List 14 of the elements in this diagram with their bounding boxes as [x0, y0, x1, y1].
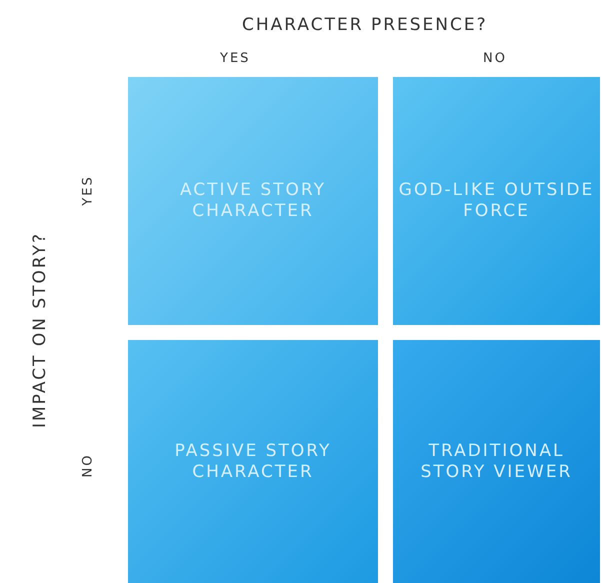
quadrant-label: PASSIVE STORY CHARACTER: [174, 440, 332, 482]
quadrant-box: [128, 340, 378, 583]
quadrant-box: [393, 340, 600, 583]
axis-title: CHARACTER PRESENCE?: [242, 15, 488, 35]
quadrant-label: ACTIVE STORY CHARACTER: [178, 180, 328, 222]
column-header: NO: [483, 50, 507, 66]
row-header: YES: [80, 174, 96, 206]
quadrant-box: [128, 77, 378, 325]
axis-title: IMPACT ON STORY?: [30, 232, 50, 428]
quadrant-label: GOD-LIKE OUTSIDE FORCE: [398, 180, 596, 222]
column-header: YES: [220, 50, 250, 66]
quadrant-box: [393, 77, 600, 325]
quadrant-label: TRADITIONAL STORY VIEWER: [420, 440, 574, 482]
row-header: NO: [80, 453, 96, 477]
